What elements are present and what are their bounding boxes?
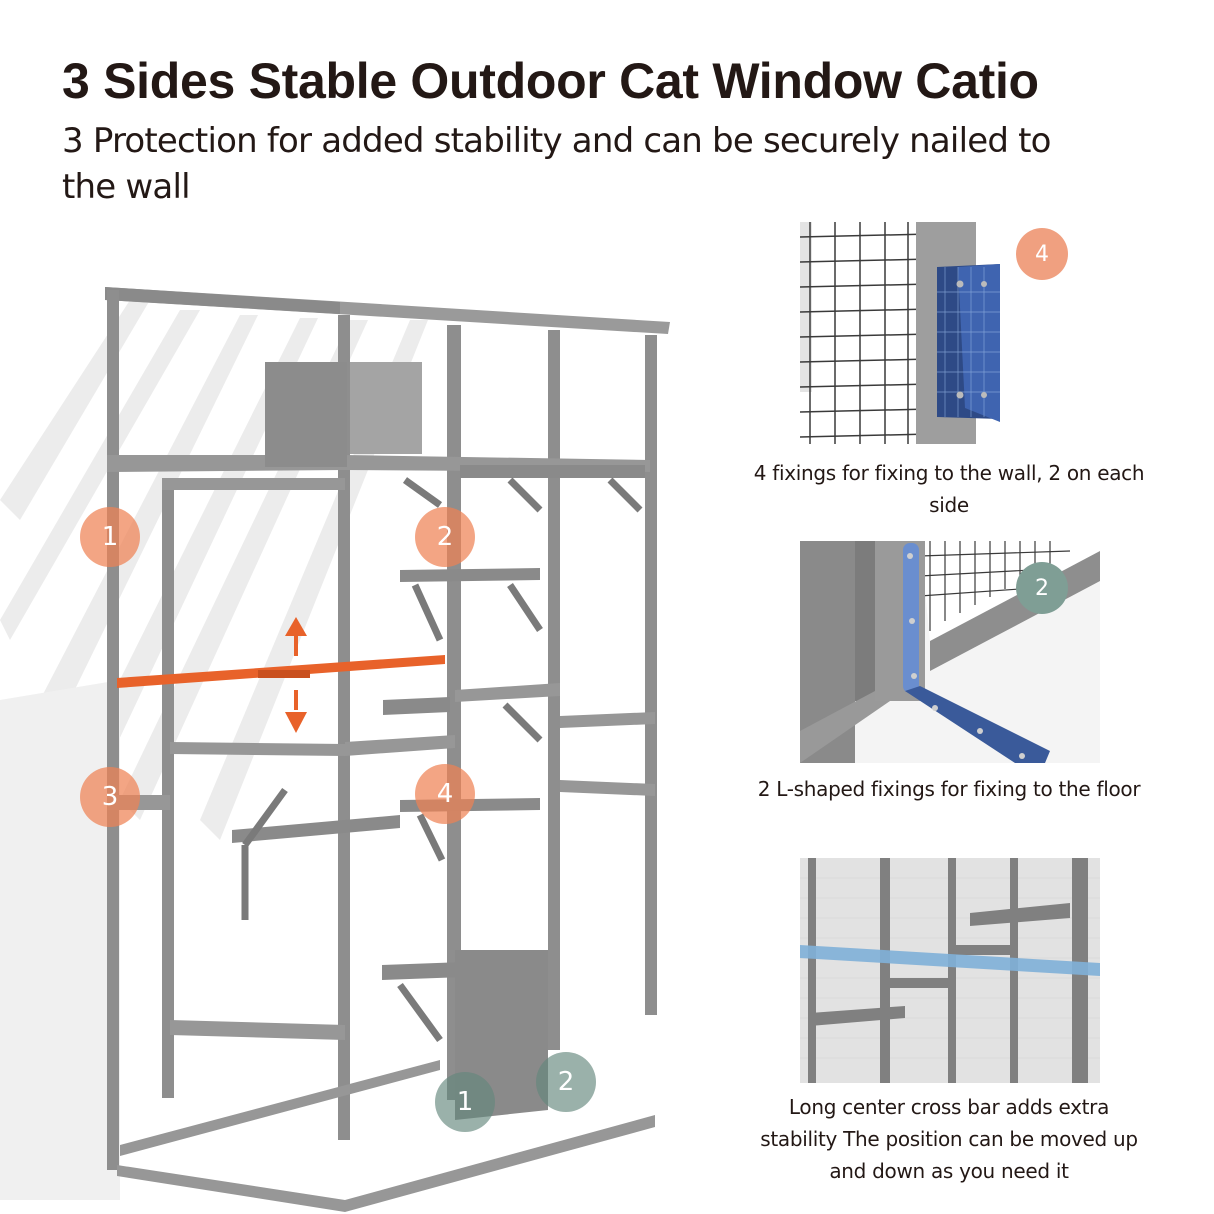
cross-bar-drawing — [800, 858, 1100, 1083]
caption-wall-fixings: 4 fixings for fixing to the wall, 2 on e… — [753, 461, 1145, 517]
badge-orange-3: 3 — [80, 767, 140, 827]
caption-cross-bar: Long center cross bar adds extra stabili… — [760, 1095, 1138, 1183]
panel-badge-4: 4 — [1016, 228, 1068, 280]
badge-orange-1: 1 — [80, 507, 140, 567]
badge-teal-1: 1 — [435, 1072, 495, 1132]
arrow-up-icon — [285, 617, 307, 636]
arrow-down-icon — [285, 712, 307, 733]
badge-orange-4: 4 — [415, 764, 475, 824]
catio-frame-drawing — [0, 287, 670, 1212]
detail-panel-wall-fixings — [800, 222, 1100, 444]
detail-panel-cross-bar — [800, 858, 1100, 1083]
panel-badge-2: 2 — [1016, 562, 1068, 614]
caption-floor-fixings: 2 L-shaped fixings for fixing to the flo… — [757, 777, 1141, 801]
page-title: 3 Sides Stable Outdoor Cat Window Catio — [62, 53, 1039, 109]
badge-orange-2: 2 — [415, 507, 475, 567]
page-subtitle: 3 Protection for added stability and can… — [62, 121, 1051, 207]
badge-teal-2: 2 — [536, 1052, 596, 1112]
catio-main-illustration: 1 2 3 4 1 2 — [0, 220, 740, 1214]
